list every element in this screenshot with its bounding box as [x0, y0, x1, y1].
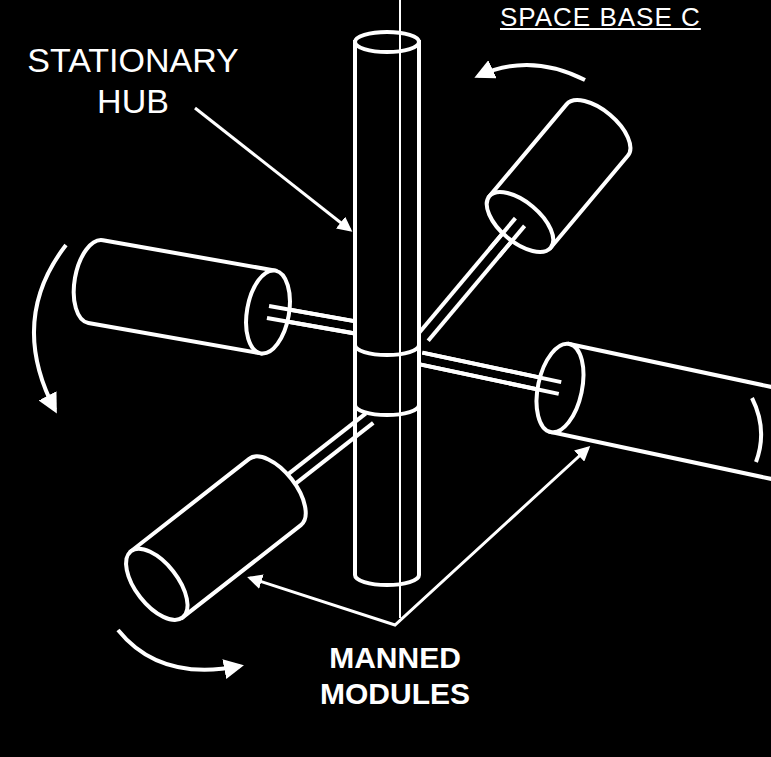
module-end	[477, 181, 564, 263]
rotation-arrow	[34, 245, 66, 410]
module-end	[114, 538, 199, 630]
arm	[288, 413, 366, 474]
module-right	[412, 314, 771, 486]
title: SPACE BASE C	[500, 2, 701, 33]
arm	[295, 423, 373, 484]
module-left	[68, 237, 362, 369]
rotation-arrow	[478, 65, 585, 80]
arm	[420, 364, 559, 394]
arm	[428, 226, 524, 341]
part-label: MANNED MODULES	[280, 640, 510, 712]
module-body	[68, 237, 276, 354]
leader-line	[195, 108, 350, 230]
hub-body	[355, 42, 419, 585]
part-label: STATIONARY HUB	[8, 40, 258, 122]
arm	[499, 226, 525, 257]
rotation-arrow	[118, 630, 240, 670]
arm	[269, 306, 356, 321]
module-lower-left	[114, 385, 395, 630]
hub-band	[355, 345, 419, 355]
axis-line	[399, 0, 401, 618]
module-upper-right	[393, 89, 641, 363]
arm	[419, 218, 515, 333]
leader-line	[250, 448, 588, 625]
hub-top	[355, 32, 419, 52]
module-end	[240, 267, 296, 357]
rotation-arrow	[752, 398, 761, 462]
hub-cylinder	[355, 32, 419, 585]
